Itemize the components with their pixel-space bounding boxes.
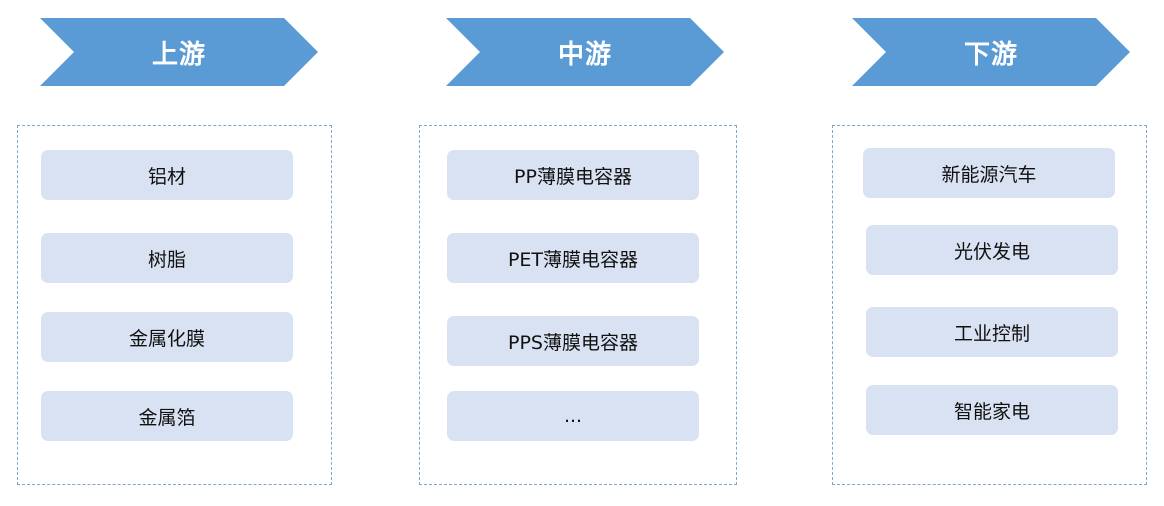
upstream-item-resin: 树脂 xyxy=(41,233,293,283)
midstream-item-pps-capacitor: PPS薄膜电容器 xyxy=(447,316,699,366)
downstream-item-industrial-control: 工业控制 xyxy=(866,307,1118,357)
stage-downstream-panel: 新能源汽车 光伏发电 工业控制 智能家电 xyxy=(832,125,1147,485)
downstream-item-smart-appliances: 智能家电 xyxy=(866,385,1118,435)
downstream-item-new-energy-vehicles: 新能源汽车 xyxy=(863,148,1115,198)
upstream-item-metal-foil: 金属箔 xyxy=(41,391,293,441)
upstream-item-aluminum: 铝材 xyxy=(41,150,293,200)
downstream-item-photovoltaics: 光伏发电 xyxy=(866,225,1118,275)
stage-midstream-panel: PP薄膜电容器 PET薄膜电容器 PPS薄膜电容器 ... xyxy=(419,125,737,485)
stage-upstream-header: 上游 xyxy=(40,18,318,86)
chevron-arrow-shape xyxy=(852,18,1130,86)
chevron-arrow-shape xyxy=(40,18,318,86)
upstream-item-metallized-film: 金属化膜 xyxy=(41,312,293,362)
midstream-item-pet-capacitor: PET薄膜电容器 xyxy=(447,233,699,283)
stage-midstream-header: 中游 xyxy=(446,18,724,86)
stage-downstream-title: 下游 xyxy=(963,39,1018,70)
chevron-arrow-shape xyxy=(446,18,724,86)
stage-upstream-panel: 铝材 树脂 金属化膜 金属箔 xyxy=(17,125,332,485)
stage-downstream-header: 下游 xyxy=(852,18,1130,86)
stage-upstream-title: 上游 xyxy=(151,39,206,70)
midstream-item-pp-capacitor: PP薄膜电容器 xyxy=(447,150,699,200)
midstream-item-ellipsis: ... xyxy=(447,391,699,441)
stage-midstream-title: 中游 xyxy=(557,39,612,70)
